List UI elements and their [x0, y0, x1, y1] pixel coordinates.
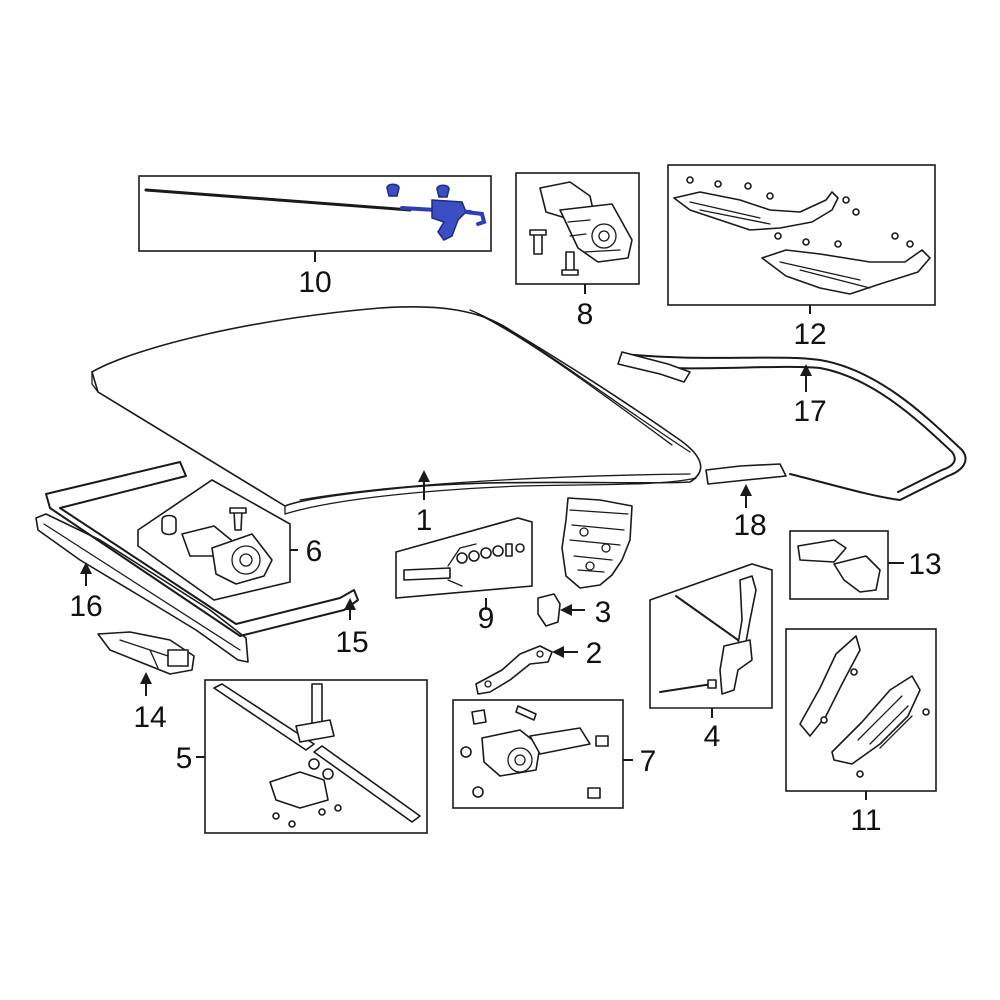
callout-11: 11 [850, 791, 882, 837]
callout-label-13: 13 [908, 548, 941, 581]
part-18-seal-piece[interactable] [705, 463, 787, 485]
callout-label-7: 7 [640, 745, 657, 778]
callout-label-10: 10 [298, 266, 331, 299]
part-9-box [395, 517, 533, 599]
part-4-box [649, 563, 773, 709]
part-6-box [137, 479, 291, 601]
callout-12: 12 [793, 305, 827, 351]
callout-6: 6 [290, 535, 322, 568]
callout-5: 5 [176, 742, 205, 775]
callout-18: 18 [733, 484, 767, 542]
part-8-motor[interactable] [529, 181, 633, 276]
callout-1: 1 [416, 470, 433, 537]
callout-label-3: 3 [595, 596, 612, 629]
callout-label-16: 16 [69, 590, 102, 623]
callout-label-12: 12 [793, 318, 826, 351]
callout-15: 15 [335, 598, 369, 659]
part-4-cable-arm[interactable] [659, 575, 757, 695]
callout-3: 3 [560, 596, 611, 629]
callout-8: 8 [577, 284, 594, 331]
part-15-frame-seal[interactable] [45, 461, 359, 637]
callout-label-14: 14 [133, 701, 166, 734]
part-7-box [452, 699, 624, 809]
part-10-cable-assembly[interactable] [144, 183, 487, 241]
part-3-clip[interactable] [537, 593, 561, 627]
callout-label-11: 11 [850, 804, 881, 837]
roof-panel[interactable] [91, 306, 702, 515]
part-13-box [789, 530, 889, 600]
part-2-link-arm[interactable] [475, 645, 553, 695]
part-7-motor[interactable] [460, 705, 609, 799]
callout-label-1: 1 [416, 504, 433, 537]
callout-label-6: 6 [306, 535, 323, 568]
part-6-motor[interactable] [161, 507, 273, 585]
callout-label-2: 2 [586, 637, 603, 670]
callout-label-17: 17 [793, 395, 826, 428]
part-14-latch[interactable] [97, 631, 195, 675]
part-12-trim-brackets[interactable] [673, 176, 931, 295]
callout-10: 10 [298, 251, 332, 299]
callout-label-8: 8 [577, 298, 594, 331]
part-9-hardware-kit[interactable] [403, 543, 525, 587]
part-11-box [785, 628, 937, 792]
callout-label-4: 4 [704, 720, 721, 753]
part-11-side-trim[interactable] [799, 635, 930, 778]
part-16-front-bow[interactable] [35, 513, 249, 663]
callout-label-18: 18 [733, 509, 766, 542]
callout-label-9: 9 [478, 602, 495, 635]
callout-2: 2 [552, 637, 602, 670]
callout-label-5: 5 [176, 742, 193, 775]
callout-16: 16 [69, 562, 103, 623]
callout-7: 7 [623, 745, 656, 778]
callout-14: 14 [133, 672, 167, 734]
part-17-seal[interactable] [617, 351, 967, 501]
callout-13: 13 [888, 548, 942, 581]
part-12-box [667, 164, 936, 306]
roof-latch-bracket [561, 497, 633, 589]
callout-9: 9 [478, 598, 495, 635]
part-5-linkage[interactable] [213, 683, 421, 828]
callout-4: 4 [704, 708, 721, 753]
part-13-caps[interactable] [797, 539, 881, 593]
callout-label-15: 15 [335, 626, 368, 659]
part-8-box [515, 172, 640, 285]
callout-17: 17 [793, 364, 827, 428]
